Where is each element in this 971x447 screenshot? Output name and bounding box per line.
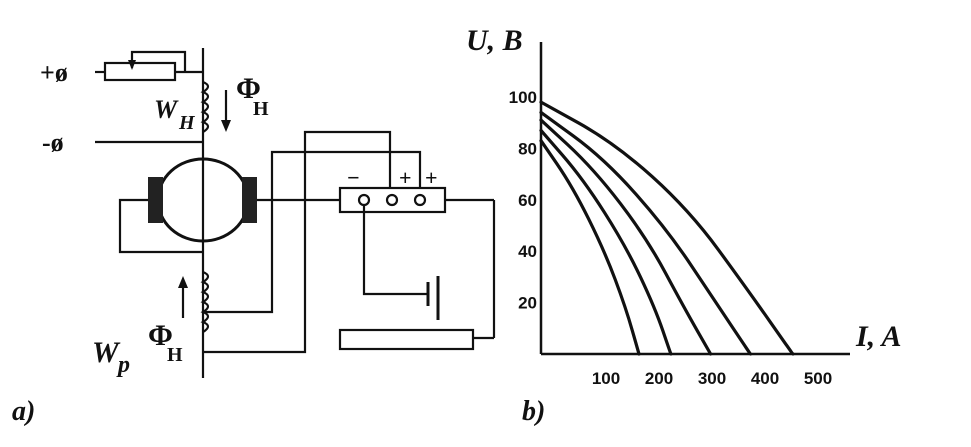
x-axis-label: I, A (855, 320, 902, 353)
panel-label-a: a) (12, 396, 35, 427)
series-line-5 (539, 100, 795, 356)
y-tick-labels: 20 40 60 80 100 (509, 88, 537, 313)
resistor-bar (338, 328, 475, 351)
series-line-2 (539, 128, 673, 356)
x-tick-label: 500 (804, 369, 832, 388)
x-tick-label: 200 (645, 369, 673, 388)
flux-bottom-label: Φ (148, 319, 173, 352)
series-line-3 (539, 118, 713, 356)
box-sign-3: + (425, 165, 438, 190)
terminal-minus: -ø (42, 128, 64, 157)
coil-wp (200, 270, 210, 333)
pole-left (148, 177, 163, 223)
series-line-1 (539, 139, 641, 356)
x-tick-label: 300 (698, 369, 726, 388)
coil-wh (200, 80, 210, 133)
coil-bottom-label: W (92, 336, 121, 369)
flux-top-label: Φ (236, 72, 261, 105)
box-sign-2: + (399, 165, 412, 190)
x-tick-label: 100 (592, 369, 620, 388)
coil-bottom-sub: p (116, 352, 130, 378)
coil-top-sub: H (178, 112, 196, 134)
series-group (539, 100, 795, 356)
y-tick-label: 40 (518, 242, 537, 261)
panel-label-b: b) (522, 396, 545, 427)
x-tick-labels: 100 200 300 400 500 (592, 369, 832, 388)
box-sign-1: − (347, 165, 360, 190)
y-tick-label: 60 (518, 191, 537, 210)
coil-top-label: W (154, 95, 179, 124)
y-tick-label: 80 (518, 139, 537, 158)
flux-bottom-sub: H (167, 344, 183, 366)
y-axis-label: U, B (466, 24, 523, 57)
y-tick-label: 20 (518, 294, 537, 313)
x-tick-label: 400 (751, 369, 779, 388)
terminal-plus: +ø (40, 58, 68, 87)
flux-top-sub: H (253, 98, 269, 120)
pole-right (242, 177, 257, 223)
y-tick-label: 100 (509, 88, 537, 107)
series-line-4 (539, 110, 752, 356)
